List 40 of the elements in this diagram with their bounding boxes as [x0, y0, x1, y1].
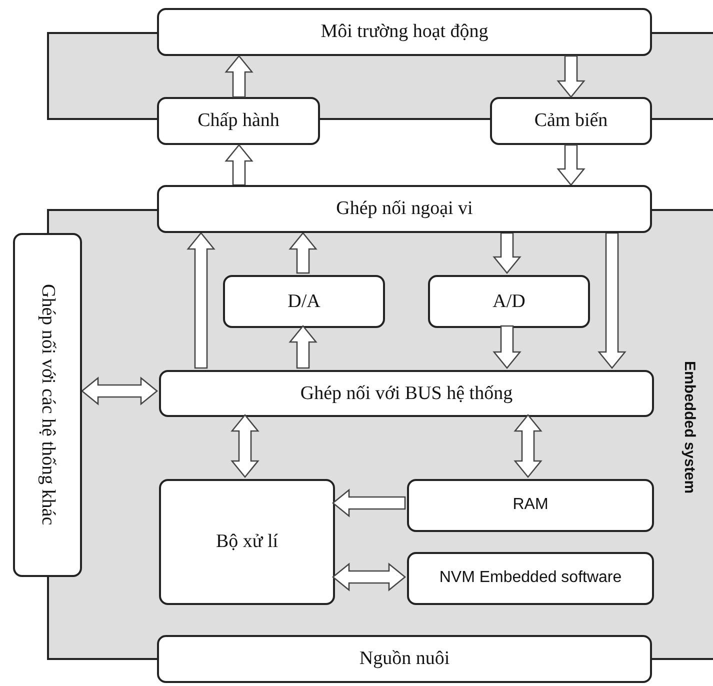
- processor-box: [159, 479, 335, 605]
- box-label: A/D: [492, 290, 526, 312]
- box-label: Chấp hành: [198, 110, 280, 132]
- converter-box: [223, 275, 385, 328]
- block-arrow: [224, 144, 254, 186]
- bus-interface-box: [159, 370, 654, 417]
- block-arrow: [80, 376, 158, 406]
- memory-box: [407, 479, 654, 532]
- converter-box: [428, 275, 590, 328]
- memory-box: [407, 552, 654, 605]
- panel-label: Embedded system: [681, 361, 698, 494]
- block-arrow: [514, 414, 542, 478]
- box-label: RAM: [512, 496, 548, 515]
- block-arrow: [288, 324, 318, 369]
- external-interface-box: [13, 233, 82, 577]
- block-arrow: [332, 488, 406, 518]
- box-label: NVM Embedded software: [439, 569, 622, 588]
- box-label: Môi trường hoạt động: [320, 21, 488, 43]
- box-label: Bộ xử lí: [216, 531, 278, 553]
- peripheral-interface-box: [157, 185, 652, 233]
- block-arrow: [288, 232, 318, 274]
- actuator-box: [157, 97, 320, 145]
- block-arrow: [598, 232, 626, 370]
- block-arrow: [492, 325, 522, 370]
- power-box: [157, 635, 652, 683]
- box-label: Ghép nối với BUS hệ thống: [300, 382, 513, 404]
- environment-box: [157, 8, 652, 56]
- box-label: Ghép nối với các hệ thống khác: [36, 284, 58, 526]
- block-arrow: [186, 232, 216, 369]
- sensor-box: [490, 97, 652, 145]
- block-arrow: [556, 144, 586, 186]
- block-arrow: [556, 55, 586, 98]
- box-label: Cảm biến: [534, 110, 608, 132]
- box-label: Nguồn nuôi: [359, 648, 450, 670]
- box-label: D/A: [288, 290, 320, 312]
- block-arrow: [492, 232, 522, 274]
- box-label: Ghép nối ngoại vi: [336, 198, 473, 220]
- block-arrow: [332, 562, 406, 592]
- block-arrow: [230, 414, 260, 478]
- block-arrow: [224, 54, 254, 98]
